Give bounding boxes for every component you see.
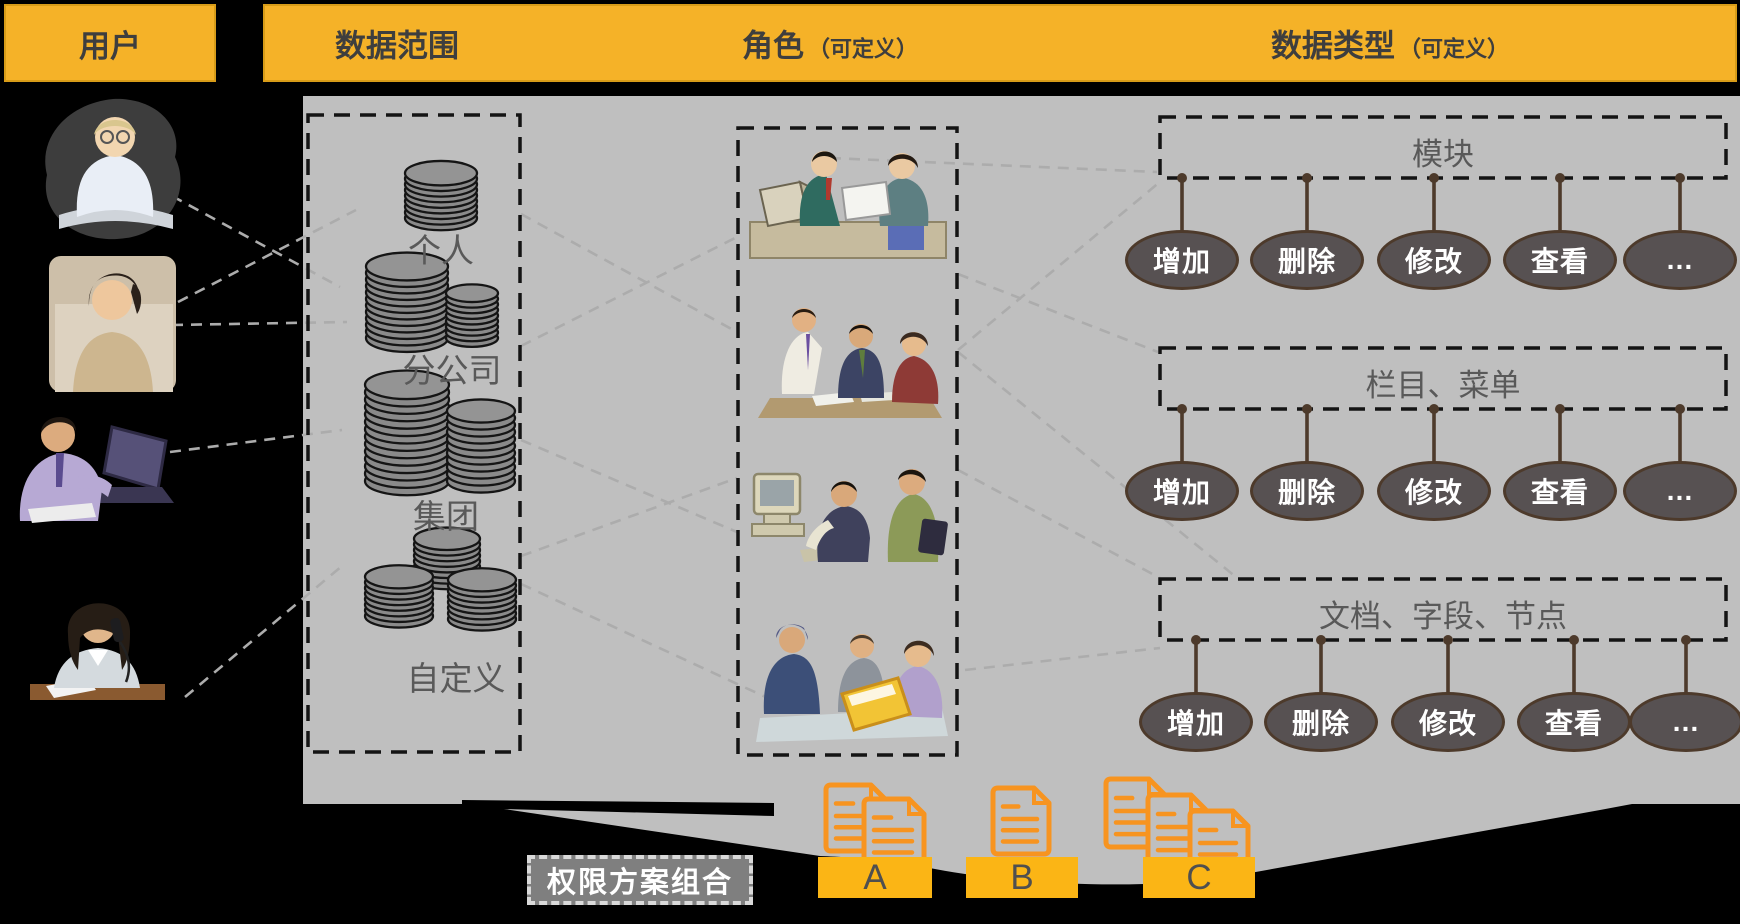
action-module-more: … [1623, 230, 1737, 290]
action-doc-delete: 删除 [1264, 692, 1378, 752]
header-data-scope: 数据范围 [335, 28, 459, 64]
scheme-c-box: C [1143, 857, 1255, 898]
action-doc-add: 增加 [1139, 692, 1253, 752]
scheme-a-box: A [818, 857, 932, 898]
user-photo-woman-phone [30, 603, 165, 700]
action-module-add: 增加 [1125, 230, 1239, 290]
scope-label-group: 集团 [413, 498, 479, 535]
header-main-bar: 数据范围 角色（可定义） 数据类型（可定义） [263, 4, 1737, 82]
role-clipart-meeting [758, 308, 942, 418]
role-clipart-review [756, 624, 948, 742]
scheme-b-box: B [966, 857, 1078, 898]
action-doc-view: 查看 [1517, 692, 1631, 752]
action-module-view: 查看 [1503, 230, 1617, 290]
action-menu-view: 查看 [1503, 461, 1617, 521]
scope-label-personal: 个人 [408, 232, 474, 269]
header-users-label: 用户 [79, 28, 141, 64]
permission-combo-label: 权限方案组合 [527, 855, 753, 905]
type-box-title-document: 文档、字段、节点 [1319, 599, 1567, 634]
header-data-types: 数据类型（可定义） [1270, 28, 1510, 64]
action-menu-more: … [1623, 461, 1737, 521]
action-doc-modify: 修改 [1391, 692, 1505, 752]
role-clipart-reception [749, 151, 947, 259]
type-box-title-menu: 栏目、菜单 [1365, 368, 1521, 403]
user-photo-woman-beige [49, 256, 176, 392]
scope-label-custom: 自定义 [406, 660, 506, 697]
role-clipart-computer [751, 469, 948, 562]
user-photo-woman-glasses [45, 98, 181, 240]
action-module-modify: 修改 [1377, 230, 1491, 290]
action-menu-delete: 删除 [1250, 461, 1364, 521]
action-menu-modify: 修改 [1377, 461, 1491, 521]
user-photo-man-laptop [19, 416, 174, 523]
action-menu-add: 增加 [1125, 461, 1239, 521]
action-module-delete: 删除 [1250, 230, 1364, 290]
header-users: 用户 [4, 4, 216, 82]
scope-label-branch: 分公司 [402, 352, 502, 389]
type-box-title-module: 模块 [1412, 137, 1474, 172]
header-roles: 角色（可定义） [741, 28, 919, 64]
action-doc-more: … [1629, 692, 1740, 752]
